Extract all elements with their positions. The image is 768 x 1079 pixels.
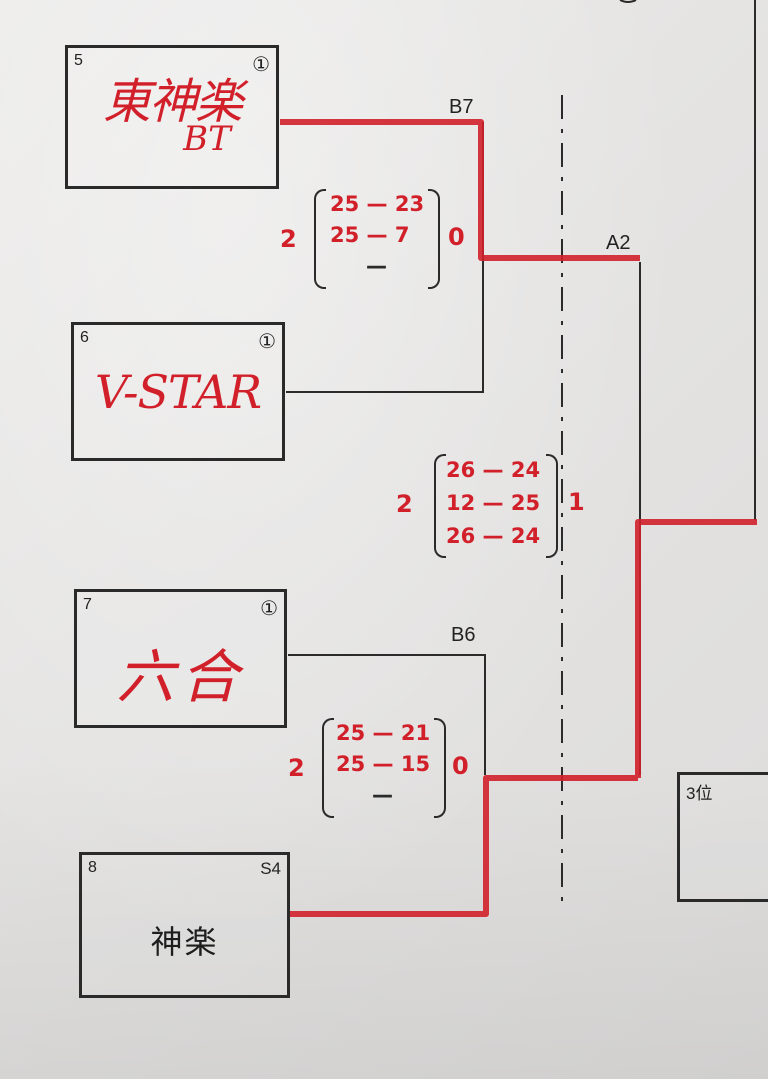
match-code-b6: B6	[451, 624, 476, 646]
match-code-a2: A2	[606, 232, 631, 254]
score-block-b7: 2 25 — 23 25 — 7 — 0	[280, 183, 470, 293]
team-name: V-STAR	[94, 365, 262, 419]
team-box-7: 7 ① 六合	[74, 589, 287, 728]
set-score: 26 — 24	[446, 458, 541, 482]
team-rank-badge: ①	[258, 329, 276, 353]
team-name-line1: 東神楽	[102, 74, 243, 130]
paren-left	[314, 189, 326, 289]
set-scores: 26 — 24 12 — 25 26 — 24	[446, 454, 540, 553]
set-scores: 25 — 23 25 — 7 —	[330, 189, 424, 282]
paren-left	[322, 718, 334, 818]
loser-sets: 0	[448, 223, 465, 251]
paren-right	[428, 189, 440, 289]
winner-sets: 2	[396, 490, 413, 518]
third-place-label: 3位	[686, 784, 713, 803]
team-rank-badge: ①	[260, 596, 278, 620]
team-name: 神楽	[150, 923, 219, 961]
team-rank-badge: ①	[252, 52, 270, 76]
winner-path-a2	[635, 519, 757, 778]
paren-right	[546, 454, 558, 558]
paren-right	[434, 718, 446, 818]
score-block-b6: 2 25 — 21 25 — 15 — 0	[288, 712, 478, 822]
loser-sets: 0	[452, 752, 469, 780]
set-score: —	[366, 254, 387, 278]
score-block-a2: 2 26 — 24 12 — 25 26 — 24 1	[396, 448, 596, 558]
set-score: —	[372, 783, 393, 807]
set-score: 25 — 23	[330, 192, 425, 216]
team-name-line2: BT	[183, 119, 231, 159]
winner-path-b7	[280, 119, 640, 261]
set-score: 26 — 24	[446, 524, 541, 548]
paren-left	[434, 454, 446, 558]
loser-sets: 1	[568, 488, 585, 516]
team-name: 六合	[116, 643, 245, 711]
set-score: 12 — 25	[446, 491, 541, 515]
set-scores: 25 — 21 25 — 15 —	[336, 718, 430, 811]
team-seed: 6	[80, 329, 89, 346]
team-box-5: 5 ① 東神楽 BT	[65, 45, 279, 189]
bracket-line-top-arc	[619, 0, 637, 3]
winner-sets: 2	[288, 754, 305, 782]
team-name: 東神楽 BT	[68, 78, 276, 156]
match-code-b7: B7	[449, 96, 474, 118]
team-box-6: 6 ① V-STAR	[71, 322, 285, 461]
team-seed: 8	[88, 859, 97, 876]
set-score: 25 — 7	[330, 223, 410, 247]
bracket-line-rikugo	[288, 654, 486, 775]
third-place-box: 3位	[677, 772, 768, 902]
team-seed: 7	[83, 596, 92, 613]
set-score: 25 — 21	[336, 721, 431, 745]
team-box-8: 8 S4 神楽	[79, 852, 290, 998]
team-seed: 5	[74, 52, 83, 69]
team-rank-badge: S4	[260, 859, 281, 878]
set-score: 25 — 15	[336, 752, 431, 776]
winner-sets: 2	[280, 225, 297, 253]
winner-path-b6	[290, 775, 638, 917]
